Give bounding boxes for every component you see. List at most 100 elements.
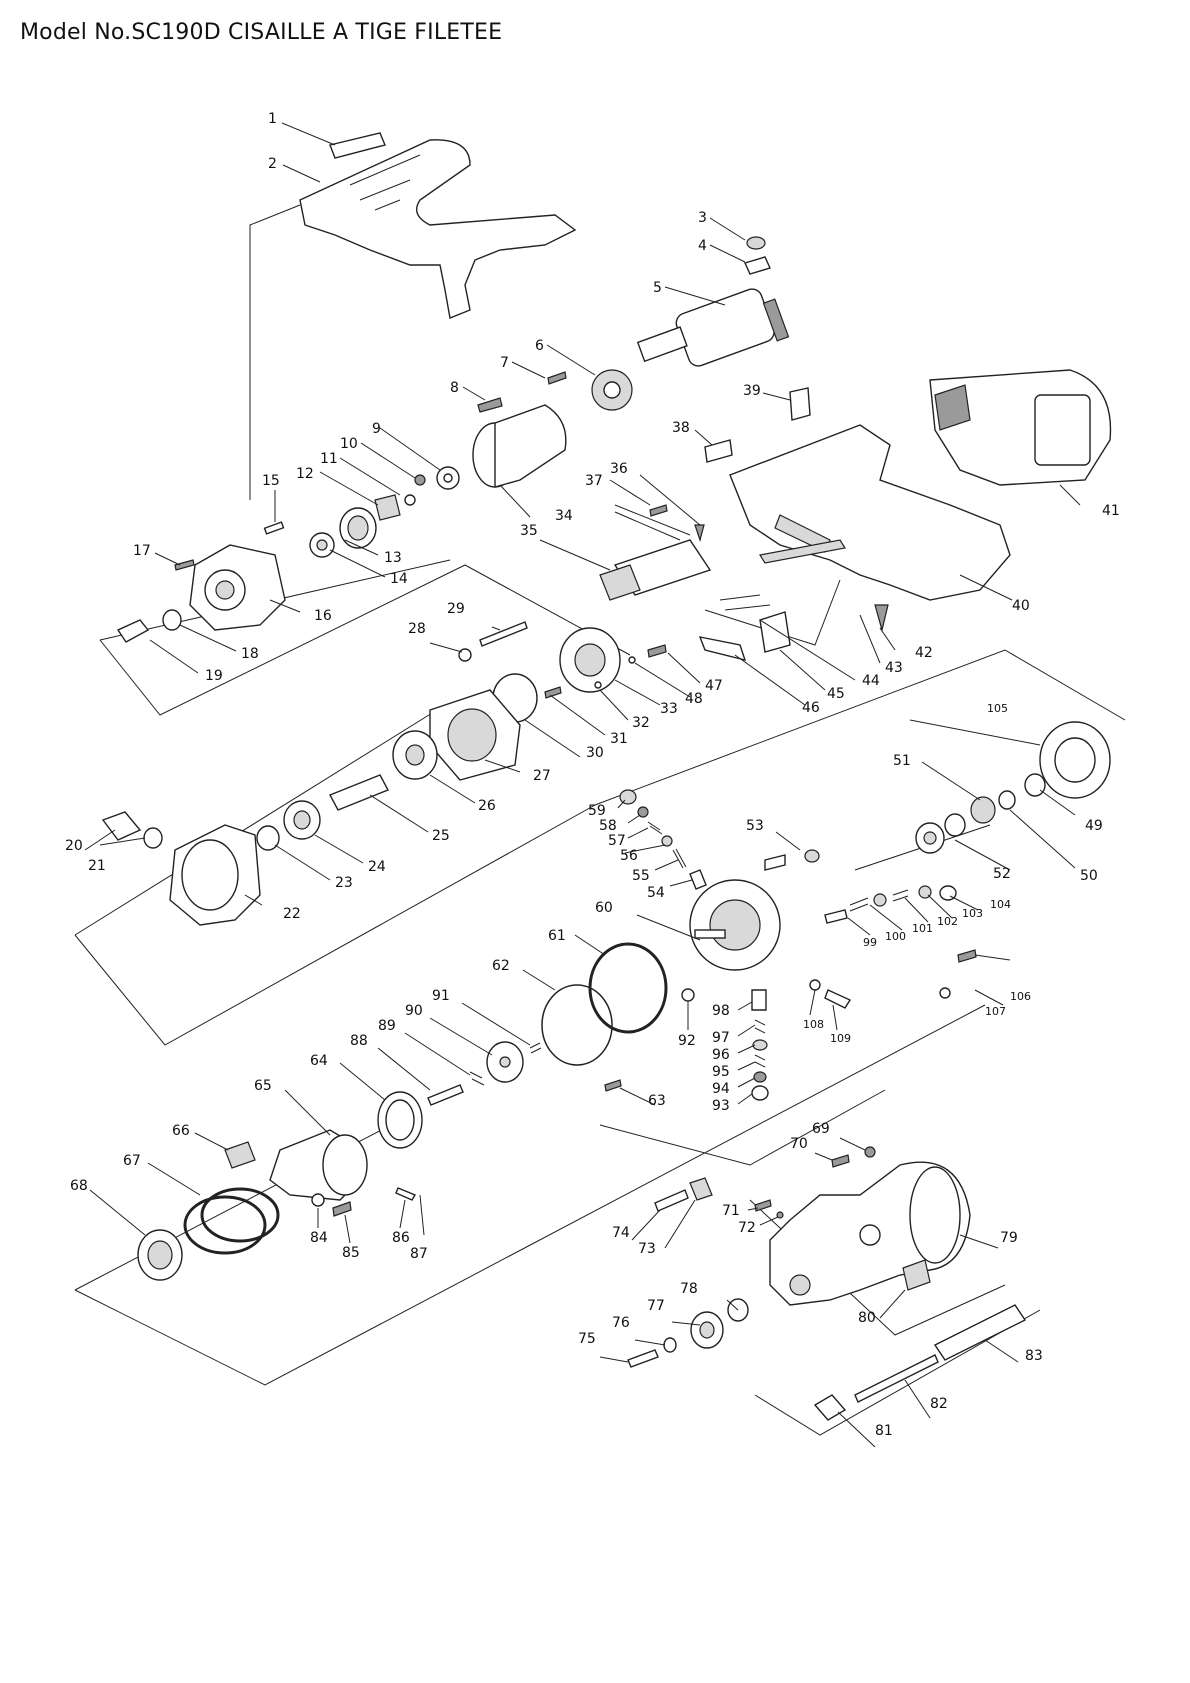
part-63 <box>604 1079 622 1092</box>
callout-60: 60 <box>595 900 613 916</box>
callout-75: 75 <box>578 1331 596 1347</box>
callout-36: 36 <box>610 461 628 477</box>
callout-59: 59 <box>588 803 606 819</box>
callout-4: 4 <box>698 238 707 254</box>
part-101 <box>873 893 887 907</box>
callout-23: 23 <box>335 875 353 891</box>
part-18 <box>162 609 182 631</box>
callout-3: 3 <box>698 210 707 226</box>
part-83 <box>933 1304 1027 1361</box>
part-89 <box>469 1071 485 1086</box>
part-91 <box>529 1042 542 1054</box>
callout-78: 78 <box>680 1281 698 1297</box>
callout-41: 41 <box>1102 503 1120 519</box>
part-69 <box>864 1146 876 1158</box>
callout-64: 64 <box>310 1053 328 1069</box>
callout-88: 88 <box>350 1033 368 1049</box>
callout-94: 94 <box>712 1081 730 1097</box>
callout-25: 25 <box>432 828 450 844</box>
part-3 <box>746 236 766 250</box>
callout-16: 16 <box>314 608 332 624</box>
part-43 <box>759 539 846 564</box>
callout-14: 14 <box>390 571 408 587</box>
callout-10: 10 <box>340 436 358 452</box>
part-71 <box>754 1199 772 1212</box>
callout-82: 82 <box>930 1396 948 1412</box>
page-title: Model No.SC190D CISAILLE A TIGE FILETEE <box>20 20 503 45</box>
callout-40: 40 <box>1012 598 1030 614</box>
callout-6: 6 <box>535 338 544 354</box>
part-56 <box>661 835 673 847</box>
part-87 <box>419 1194 425 1236</box>
part-11 <box>404 494 416 506</box>
callout-38: 38 <box>672 420 690 436</box>
part-20 <box>101 811 142 841</box>
callout-104: 104 <box>990 898 1011 911</box>
callout-56: 56 <box>620 848 638 864</box>
part-15 <box>263 521 285 535</box>
callout-100: 100 <box>885 930 906 943</box>
part-95 <box>754 1054 766 1068</box>
callout-labels: 1 2 3 4 5 6 7 8 9 10 11 12 13 14 15 16 1… <box>65 111 1120 1439</box>
part-109 <box>824 989 852 1009</box>
callout-45: 45 <box>827 686 845 702</box>
callout-83: 83 <box>1025 1348 1043 1364</box>
callout-55: 55 <box>632 868 650 884</box>
callout-66: 66 <box>172 1123 190 1139</box>
part-49 <box>1024 773 1046 797</box>
part-82 <box>854 1354 939 1403</box>
callout-8: 8 <box>450 380 459 396</box>
parts <box>101 132 1112 1421</box>
part-107 <box>939 987 951 999</box>
callout-51: 51 <box>893 753 911 769</box>
callout-108: 108 <box>803 1018 824 1031</box>
part-70 <box>831 1154 850 1168</box>
part-46 <box>698 636 747 661</box>
callout-57: 57 <box>608 833 626 849</box>
part-7 <box>547 371 567 385</box>
callout-68: 68 <box>70 1178 88 1194</box>
part-59 <box>619 789 637 805</box>
part-19 <box>116 619 150 643</box>
callout-50: 50 <box>1080 868 1098 884</box>
part-39 <box>789 387 811 421</box>
part-36 <box>694 524 705 543</box>
callout-63: 63 <box>648 1093 666 1109</box>
callout-95: 95 <box>712 1064 730 1080</box>
part-12 <box>374 494 401 521</box>
callout-54: 54 <box>647 885 665 901</box>
part-67-spring <box>183 1195 267 1255</box>
part-62 <box>541 984 613 1066</box>
callout-102: 102 <box>937 915 958 928</box>
part-66 <box>224 1141 256 1169</box>
callout-65: 65 <box>254 1078 272 1094</box>
part-85 <box>332 1201 352 1217</box>
callout-1: 1 <box>268 111 277 127</box>
callout-18: 18 <box>241 646 259 662</box>
part-37 <box>649 504 668 517</box>
callout-86: 86 <box>392 1230 410 1246</box>
part-102 <box>892 889 909 902</box>
part-108 <box>809 979 821 991</box>
callout-73: 73 <box>638 1241 656 1257</box>
part-2-handle-housing <box>299 139 577 319</box>
part-86 <box>395 1187 417 1201</box>
callout-2: 2 <box>268 156 277 172</box>
callout-34: 34 <box>555 508 573 524</box>
part-92 <box>681 988 695 1002</box>
part-57 <box>647 821 663 835</box>
callout-67: 67 <box>123 1153 141 1169</box>
part-44 <box>719 594 771 611</box>
callout-62: 62 <box>492 958 510 974</box>
callout-43: 43 <box>885 660 903 676</box>
callout-21: 21 <box>88 858 106 874</box>
callout-93: 93 <box>712 1098 730 1114</box>
part-88 <box>427 1084 464 1106</box>
part-54 <box>689 869 707 890</box>
callout-22: 22 <box>283 906 301 922</box>
part-45 <box>759 611 791 653</box>
callout-26: 26 <box>478 798 496 814</box>
callout-87: 87 <box>410 1246 428 1262</box>
callout-103: 103 <box>962 907 983 920</box>
part-1 <box>329 132 386 159</box>
